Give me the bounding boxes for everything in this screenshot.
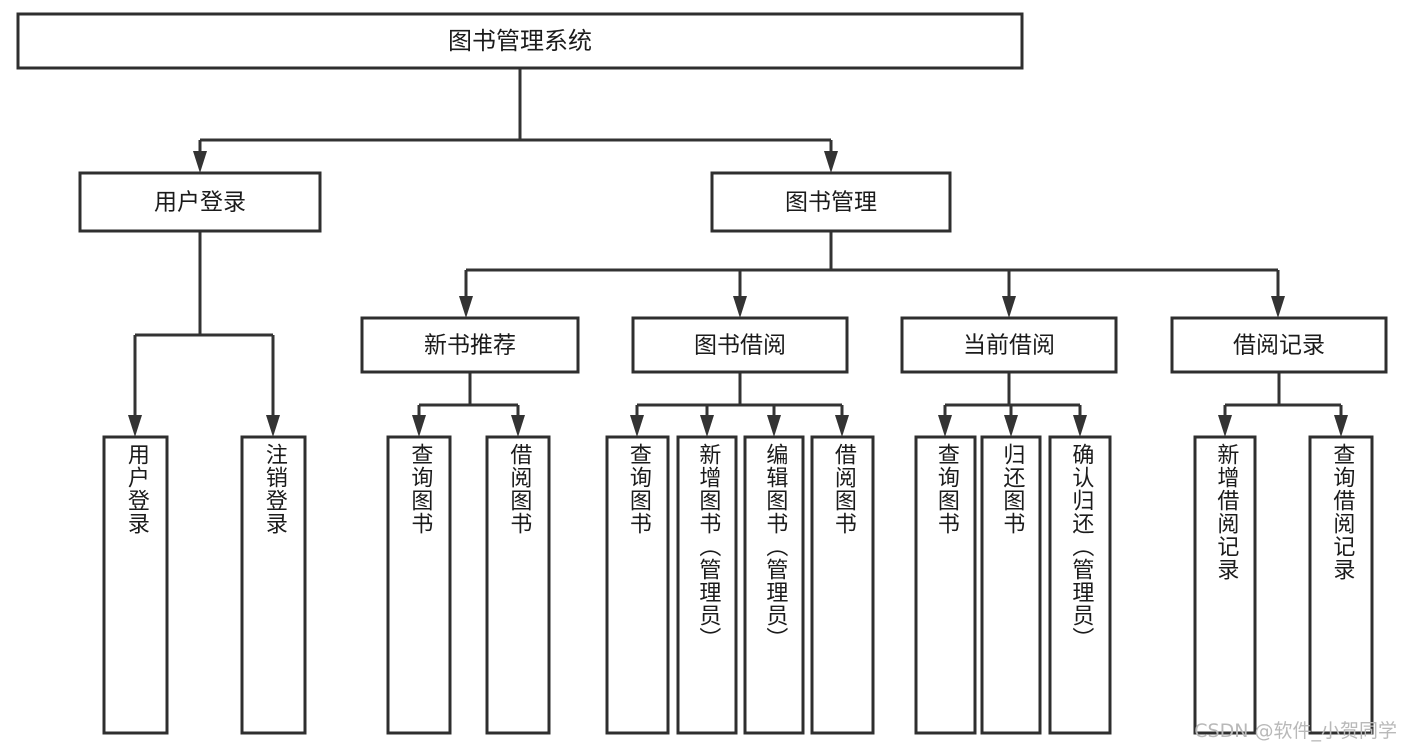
node-box-leaf-confirm-return[interactable] [1048, 435, 1112, 735]
node-label-new-book-rec: 新书推荐 [424, 333, 516, 359]
node-box-leaf-query-book-1[interactable] [386, 435, 452, 735]
group-1-drop-2-arrowhead [767, 415, 781, 437]
user-login-drop-0-arrowhead [128, 415, 142, 437]
book-manage-drop-0-arrowhead [459, 296, 473, 318]
group-1-drop-0-arrowhead [630, 415, 644, 437]
node-box-leaf-edit-book[interactable] [743, 435, 805, 735]
node-box-leaf-user-login[interactable] [102, 435, 169, 735]
node-label-current-borrow: 当前借阅 [963, 333, 1055, 359]
node-box-current-borrow[interactable] [900, 316, 1118, 374]
node-box-leaf-query-record[interactable] [1308, 435, 1374, 735]
connector-layer [128, 68, 1348, 437]
group-3-drop-0-arrowhead [1218, 415, 1232, 437]
node-box-leaf-add-book[interactable] [676, 435, 738, 735]
node-box-leaf-query-book-3[interactable] [914, 435, 977, 735]
node-label-book-borrow: 图书借阅 [694, 333, 786, 359]
node-label-book-manage: 图书管理 [785, 190, 877, 216]
group-2-drop-1-arrowhead [1004, 415, 1018, 437]
node-box-leaf-return-book[interactable] [980, 435, 1042, 735]
root-drop-0-arrowhead [193, 151, 207, 173]
group-1-drop-3-arrowhead [835, 415, 849, 437]
root-node-label: 图书管理系统 [448, 27, 592, 55]
user-login-drop-1-arrowhead [266, 415, 280, 437]
node-box-book-manage[interactable] [710, 171, 952, 233]
book-manage-drop-1-arrowhead [733, 296, 747, 318]
node-label-user-login: 用户登录 [154, 190, 246, 216]
group-2-drop-2-arrowhead [1073, 415, 1087, 437]
root-node-box[interactable] [16, 12, 1024, 70]
group-1-drop-1-arrowhead [700, 415, 714, 437]
group-0-drop-0-arrowhead [412, 415, 426, 437]
node-box-leaf-user-logout[interactable] [240, 435, 307, 735]
node-label-borrow-record: 借阅记录 [1233, 333, 1325, 359]
node-box-layer [16, 12, 1388, 735]
node-box-borrow-record[interactable] [1170, 316, 1388, 374]
node-box-leaf-borrow-book-1[interactable] [485, 435, 551, 735]
node-box-leaf-borrow-book-2[interactable] [810, 435, 875, 735]
group-0-drop-1-arrowhead [511, 415, 525, 437]
node-box-user-login[interactable] [78, 171, 322, 233]
node-box-leaf-query-book-2[interactable] [605, 435, 670, 735]
node-box-leaf-add-record[interactable] [1193, 435, 1257, 735]
root-drop-1-arrowhead [824, 151, 838, 173]
book-manage-drop-3-arrowhead [1271, 296, 1285, 318]
group-2-drop-0-arrowhead [938, 415, 952, 437]
book-manage-drop-2-arrowhead [1002, 296, 1016, 318]
node-box-new-book-rec[interactable] [360, 316, 580, 374]
node-box-book-borrow[interactable] [631, 316, 849, 374]
group-3-drop-1-arrowhead [1334, 415, 1348, 437]
